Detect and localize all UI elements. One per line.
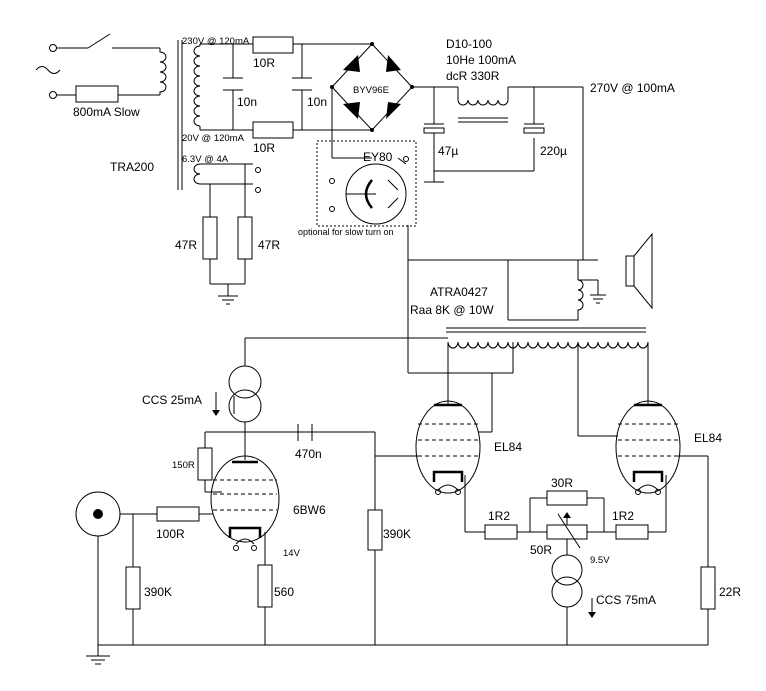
label-output-transformer-spec: Raa 8K @ 10W xyxy=(410,303,494,317)
r-right-symbol xyxy=(615,524,649,540)
label-output-stage-tube-left: EL84 xyxy=(494,440,522,454)
trim-pot-arrow xyxy=(557,513,581,549)
output-stage: EL84 EL84 1R2 1R2 30R 50R 9.5V CCS 75mA … xyxy=(415,373,741,645)
label-supply-r-bot: 10R xyxy=(253,141,275,155)
label-supply-rectifier-tube: EY80 xyxy=(363,150,393,164)
label-supply-heater-r2: 47R xyxy=(258,238,280,252)
label-driver-r-g2: 150R xyxy=(172,460,195,471)
tube-el84-right xyxy=(615,400,681,494)
label-output-transformer-name: ATRA0427 xyxy=(430,285,488,299)
heater-winding-label: 6.3V @ 4A xyxy=(182,154,229,165)
mains-switch xyxy=(87,33,111,49)
r-top-symbol xyxy=(252,36,294,54)
label-output-stage-v-tail: 9.5V xyxy=(590,555,610,566)
label-output-stage-r-bottom: 22R xyxy=(719,585,741,599)
r-grid-stop-symbol xyxy=(156,506,200,522)
mains-input: 800mA Slow xyxy=(35,33,160,119)
r-g2-symbol xyxy=(197,447,213,481)
output-transformer: ATRA0427 Raa 8K @ 10W xyxy=(408,259,649,436)
label-output-stage-r-right: 1R2 xyxy=(612,509,634,523)
label-supply-choke-name: D10-100 xyxy=(446,37,492,51)
heater-resistor-2 xyxy=(237,216,253,260)
label-driver-r-cathode: 560 xyxy=(274,585,294,599)
transformer-name: TRA200 xyxy=(110,160,154,174)
diode-icon xyxy=(386,102,401,119)
ccs-icon xyxy=(228,365,262,399)
label-supply-c2: 220µ xyxy=(540,144,567,158)
r-grid-leak-symbol xyxy=(367,509,383,551)
speaker xyxy=(625,232,653,310)
psu-filter: 47µ 220µ D10-100 10He 100mA dcR 330R 270… xyxy=(407,37,675,373)
label-driver-ccs: CCS 25mA xyxy=(142,393,202,407)
label-supply-choke-dcr: dcR 330R xyxy=(446,69,500,83)
bridge-label: BYV96E xyxy=(353,85,389,96)
fuse-symbol xyxy=(75,85,119,103)
label-driver-r-input: 390K xyxy=(144,585,172,599)
label-driver-c-coupling: 470n xyxy=(295,447,322,461)
label-supply-c-left: 10n xyxy=(237,95,257,109)
label-supply-r-top: 10R xyxy=(253,56,275,70)
label-output-stage-tube-right: EL84 xyxy=(694,431,722,445)
heater-resistor-1 xyxy=(202,216,218,260)
choke-coil xyxy=(457,99,509,106)
driver-stage: CCS 25mA 150R 470n 6BW6 100R 390K 560 14… xyxy=(75,337,708,665)
heater-divider: 47R 47R xyxy=(175,164,280,305)
tube-el84-left xyxy=(415,400,481,494)
ac-symbol xyxy=(35,66,61,74)
label-supply-choke-spec: 10He 100mA xyxy=(446,53,516,67)
power-transformer: 230V @ 120mA 20V @ 120mA 6.3V @ 4A TRA20… xyxy=(110,36,261,193)
label-driver-v-cathode: 14V xyxy=(283,548,301,559)
label-supply-c1: 47µ xyxy=(438,144,458,158)
label-output-stage-trim-pot: 50R xyxy=(530,543,552,557)
label-driver-r-grid-leak: 390K xyxy=(383,527,411,541)
mains-terminal-neutral xyxy=(49,91,57,99)
fuse-label: 800mA Slow xyxy=(73,105,140,119)
label-supply-b-plus: 270V @ 100mA xyxy=(590,81,675,95)
label-output-stage-r-left: 1R2 xyxy=(488,509,510,523)
r-cathode-symbol xyxy=(257,564,273,608)
diode-icon xyxy=(343,102,360,119)
label-supply-c-right: 10n xyxy=(307,95,327,109)
r-left-symbol xyxy=(484,524,518,540)
label-supply-rectifier-note: optional for slow turn on xyxy=(298,227,394,237)
hv-filter: 10R 10R 10n 10n xyxy=(223,36,372,155)
lv-winding-label: 20V @ 120mA xyxy=(182,133,245,144)
label-driver-tube: 6BW6 xyxy=(293,503,326,517)
r-input-symbol xyxy=(125,566,141,610)
label-driver-r-grid-stop: 100R xyxy=(156,527,185,541)
diode-icon xyxy=(386,55,401,72)
diode-icon xyxy=(343,55,360,72)
mains-terminal-live xyxy=(49,44,57,52)
label-supply-heater-r1: 47R xyxy=(175,238,197,252)
r-bot-symbol xyxy=(252,121,294,139)
bridge-rectifier: BYV96E xyxy=(330,42,458,159)
r-bottom-symbol xyxy=(700,566,716,610)
trim-fixed-symbol xyxy=(546,490,588,506)
hv-winding-label: 230V @ 120mA xyxy=(182,36,250,47)
tube-6bw6 xyxy=(210,455,280,543)
label-output-stage-trim-fixed: 30R xyxy=(551,476,573,490)
label-output-stage-ccs: CCS 75mA xyxy=(596,593,656,607)
ccs-icon xyxy=(551,554,583,586)
speaker-icon xyxy=(625,255,635,287)
ey80-rectifier: EY80 optional for slow turn on xyxy=(298,140,417,237)
